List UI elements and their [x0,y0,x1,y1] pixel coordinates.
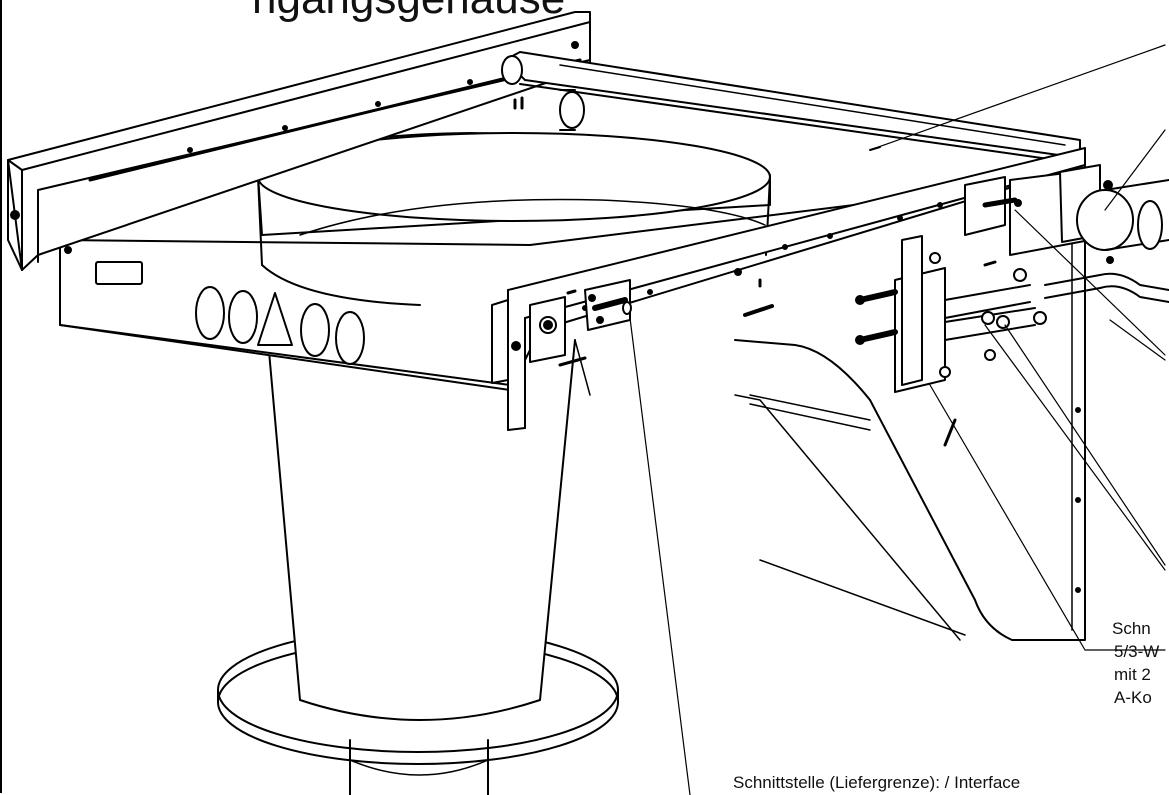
interface-note: Schnittstelle (Liefergrenze): / Interfac… [733,773,1021,792]
hopper-ring [257,132,771,306]
valve-manifold [855,235,1047,447]
left-bracket-fitting [529,279,632,363]
top-rail [501,51,1081,163]
callout-label-1: Schn [1112,619,1151,638]
actuator-cylinder [964,164,1169,303]
callout-label-3: mit 2 [1114,665,1151,684]
leader-lines [629,44,1166,795]
callout-label-4: A-Ko [1114,688,1152,707]
drawing-title-fragment: ngangsgehäuse [252,0,565,24]
callout-label-2: 5/3-W [1114,642,1160,661]
conical-body [267,339,591,721]
